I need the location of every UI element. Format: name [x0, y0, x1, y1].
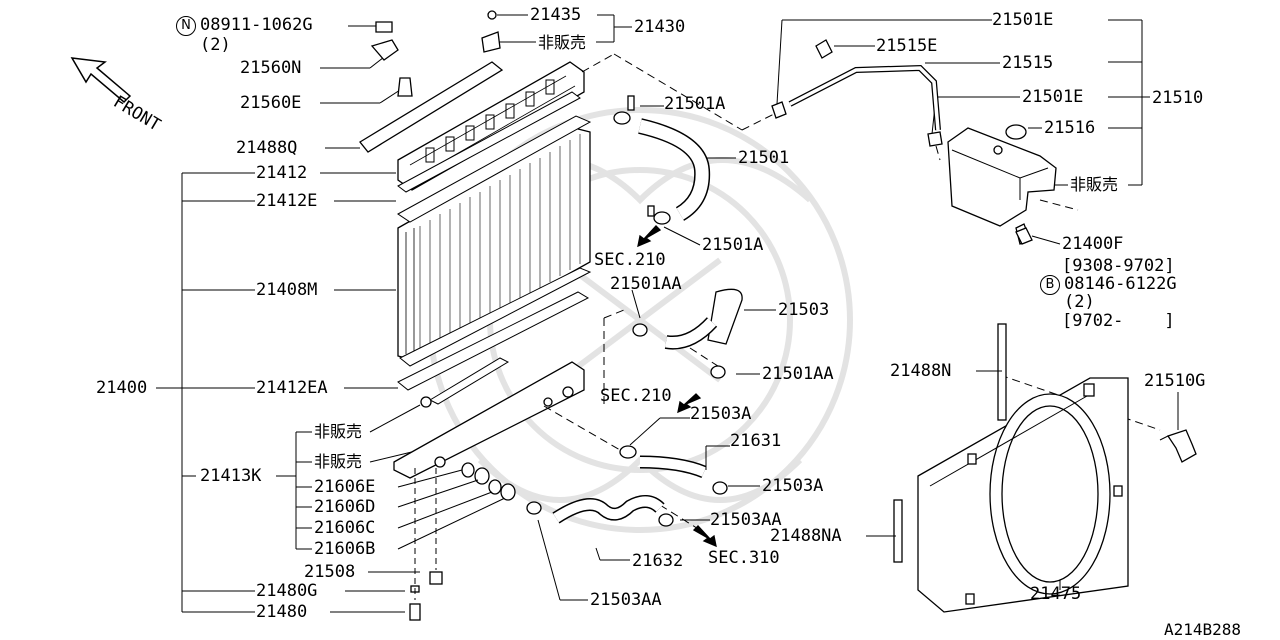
- label-21488na: 21488NA: [770, 526, 842, 546]
- label-21412e: 21412E: [256, 191, 318, 211]
- front-label: FRONT: [109, 92, 164, 136]
- label-21515e: 21515E: [876, 36, 938, 56]
- radiator-assembly: [359, 10, 592, 621]
- label-21480: 21480: [256, 602, 308, 622]
- label-not-for-sale-tank: 非販売: [1070, 175, 1119, 194]
- label-21510: 21510: [1152, 88, 1204, 108]
- label-not-for-sale-cap: 非販売: [538, 33, 587, 52]
- label-21606d: 21606D: [314, 497, 376, 517]
- label-21475: 21475: [1030, 584, 1082, 604]
- label-21503a-mid: 21503A: [762, 476, 824, 496]
- label-21412ea: 21412EA: [256, 378, 328, 398]
- label-21606b: 21606B: [314, 539, 376, 559]
- leader-lines-left: [156, 25, 506, 613]
- label-21501a-bot: 21501A: [702, 235, 764, 255]
- label-21503aa-mid: 21503AA: [710, 510, 782, 530]
- label-21430: 21430: [634, 17, 686, 37]
- label-sec310: SEC.310: [708, 548, 780, 568]
- label-21501e-top: 21501E: [992, 10, 1054, 30]
- label-21503aa-bot: 21503AA: [590, 590, 662, 610]
- label-21408m: 21408M: [256, 280, 318, 300]
- circle-b-marker: B: [1040, 275, 1060, 295]
- circle-n-marker: N: [176, 16, 196, 36]
- label-21503: 21503: [778, 300, 830, 320]
- hoses: [552, 64, 941, 524]
- label-21501: 21501: [738, 148, 790, 168]
- label-21631: 21631: [730, 431, 782, 451]
- label-21510g: 21510G: [1144, 371, 1206, 391]
- label-sec210-top: SEC.210: [594, 250, 666, 270]
- label-08146-6122g: 08146-6122G: [1064, 274, 1177, 294]
- front-arrow-icon: [70, 57, 132, 104]
- label-21501e-mid: 21501E: [1022, 87, 1084, 107]
- label-21516: 21516: [1044, 118, 1096, 138]
- leader-lines-top: [497, 14, 1150, 246]
- label-sec210-mid: SEC.210: [600, 386, 672, 406]
- label-not-for-sale-2: 非販売: [314, 452, 363, 471]
- label-21515: 21515: [1002, 53, 1054, 73]
- section-arrows: [637, 225, 717, 548]
- label-21501aa-top: 21501AA: [610, 274, 682, 294]
- label-21400: 21400: [96, 378, 148, 398]
- label-21400f: 21400F: [1062, 234, 1124, 254]
- label-not-for-sale-1: 非販売: [314, 422, 363, 441]
- label-21412: 21412: [256, 163, 308, 183]
- label-08146-qty: (2): [1064, 292, 1095, 312]
- drawing-code: A214B288: [1164, 620, 1242, 639]
- label-21560n: 21560N: [240, 58, 302, 78]
- label-08911-qty: (2): [200, 35, 231, 55]
- label-date-range-2: [9702- ]: [1062, 311, 1175, 331]
- reservoir-tank: [947, 124, 1057, 245]
- label-21606e: 21606E: [314, 477, 376, 497]
- label-21501aa-mid: 21501AA: [762, 364, 834, 384]
- label-08911-1062g: 08911-1062G: [200, 15, 313, 35]
- label-date-range-1: [9308-9702]: [1062, 256, 1175, 276]
- label-21560e: 21560E: [240, 93, 302, 113]
- label-21508: 21508: [304, 562, 356, 582]
- label-21488q: 21488Q: [236, 138, 298, 158]
- label-21503a-top: 21503A: [690, 404, 752, 424]
- label-21488n: 21488N: [890, 361, 952, 381]
- label-21606c: 21606C: [314, 518, 376, 538]
- label-21480g: 21480G: [256, 581, 318, 601]
- leader-lines-right: [537, 289, 1179, 601]
- label-21413k: 21413K: [200, 466, 262, 486]
- dashed-guide-lines: [543, 53, 1161, 531]
- label-21501a-top: 21501A: [664, 94, 726, 114]
- fan-shroud: [893, 227, 1197, 613]
- hose-clamps: [526, 39, 943, 527]
- label-21632: 21632: [632, 551, 684, 571]
- label-21435: 21435: [530, 5, 582, 25]
